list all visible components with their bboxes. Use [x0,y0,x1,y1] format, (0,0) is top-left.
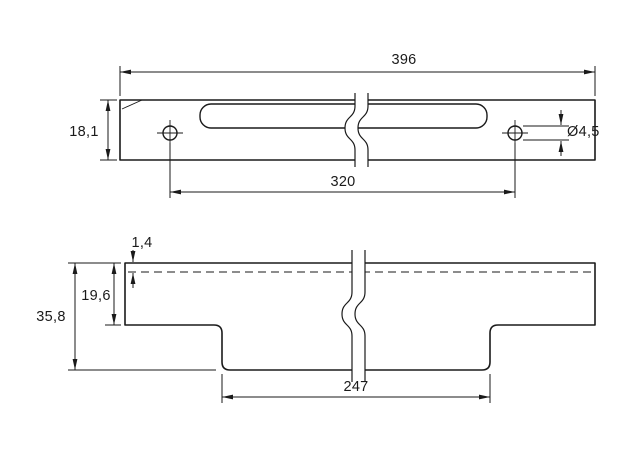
section-view: 1,4 19,6 35,8 247 [36,235,596,403]
dim-material-thickness: 1,4 [130,235,152,288]
dim-profile-height: 18,1 [69,99,117,161]
dim-hole-diameter: Ø4,5 [523,110,600,156]
dim-label-hole-spacing: 320 [330,174,355,190]
dim-label-material-thickness: 1,4 [131,235,152,251]
top-view-chamfer-line [121,99,143,110]
left-hole [157,120,183,146]
dim-total-depth: 35,8 [36,262,216,371]
dim-overall-length: 396 [119,52,596,96]
dim-label-profile-height: 18,1 [69,124,98,140]
dim-label-upper-depth: 19,6 [81,288,110,304]
dim-upper-depth: 19,6 [81,263,121,326]
top-view-slot [199,103,488,129]
section-profile-outline [124,262,596,371]
dim-label-total-depth: 35,8 [36,309,65,325]
section-break-lines [341,250,366,382]
dim-base-width: 247 [221,374,491,403]
dim-label-hole-diameter: Ø4,5 [567,124,600,140]
dim-hole-spacing: 320 [169,143,516,198]
dim-label-base-width: 247 [343,379,368,395]
right-hole [502,120,528,146]
top-view-break-lines [344,93,369,167]
dim-label-overall-length: 396 [391,52,416,68]
top-view: 396 18,1 Ø4,5 320 [69,52,599,198]
